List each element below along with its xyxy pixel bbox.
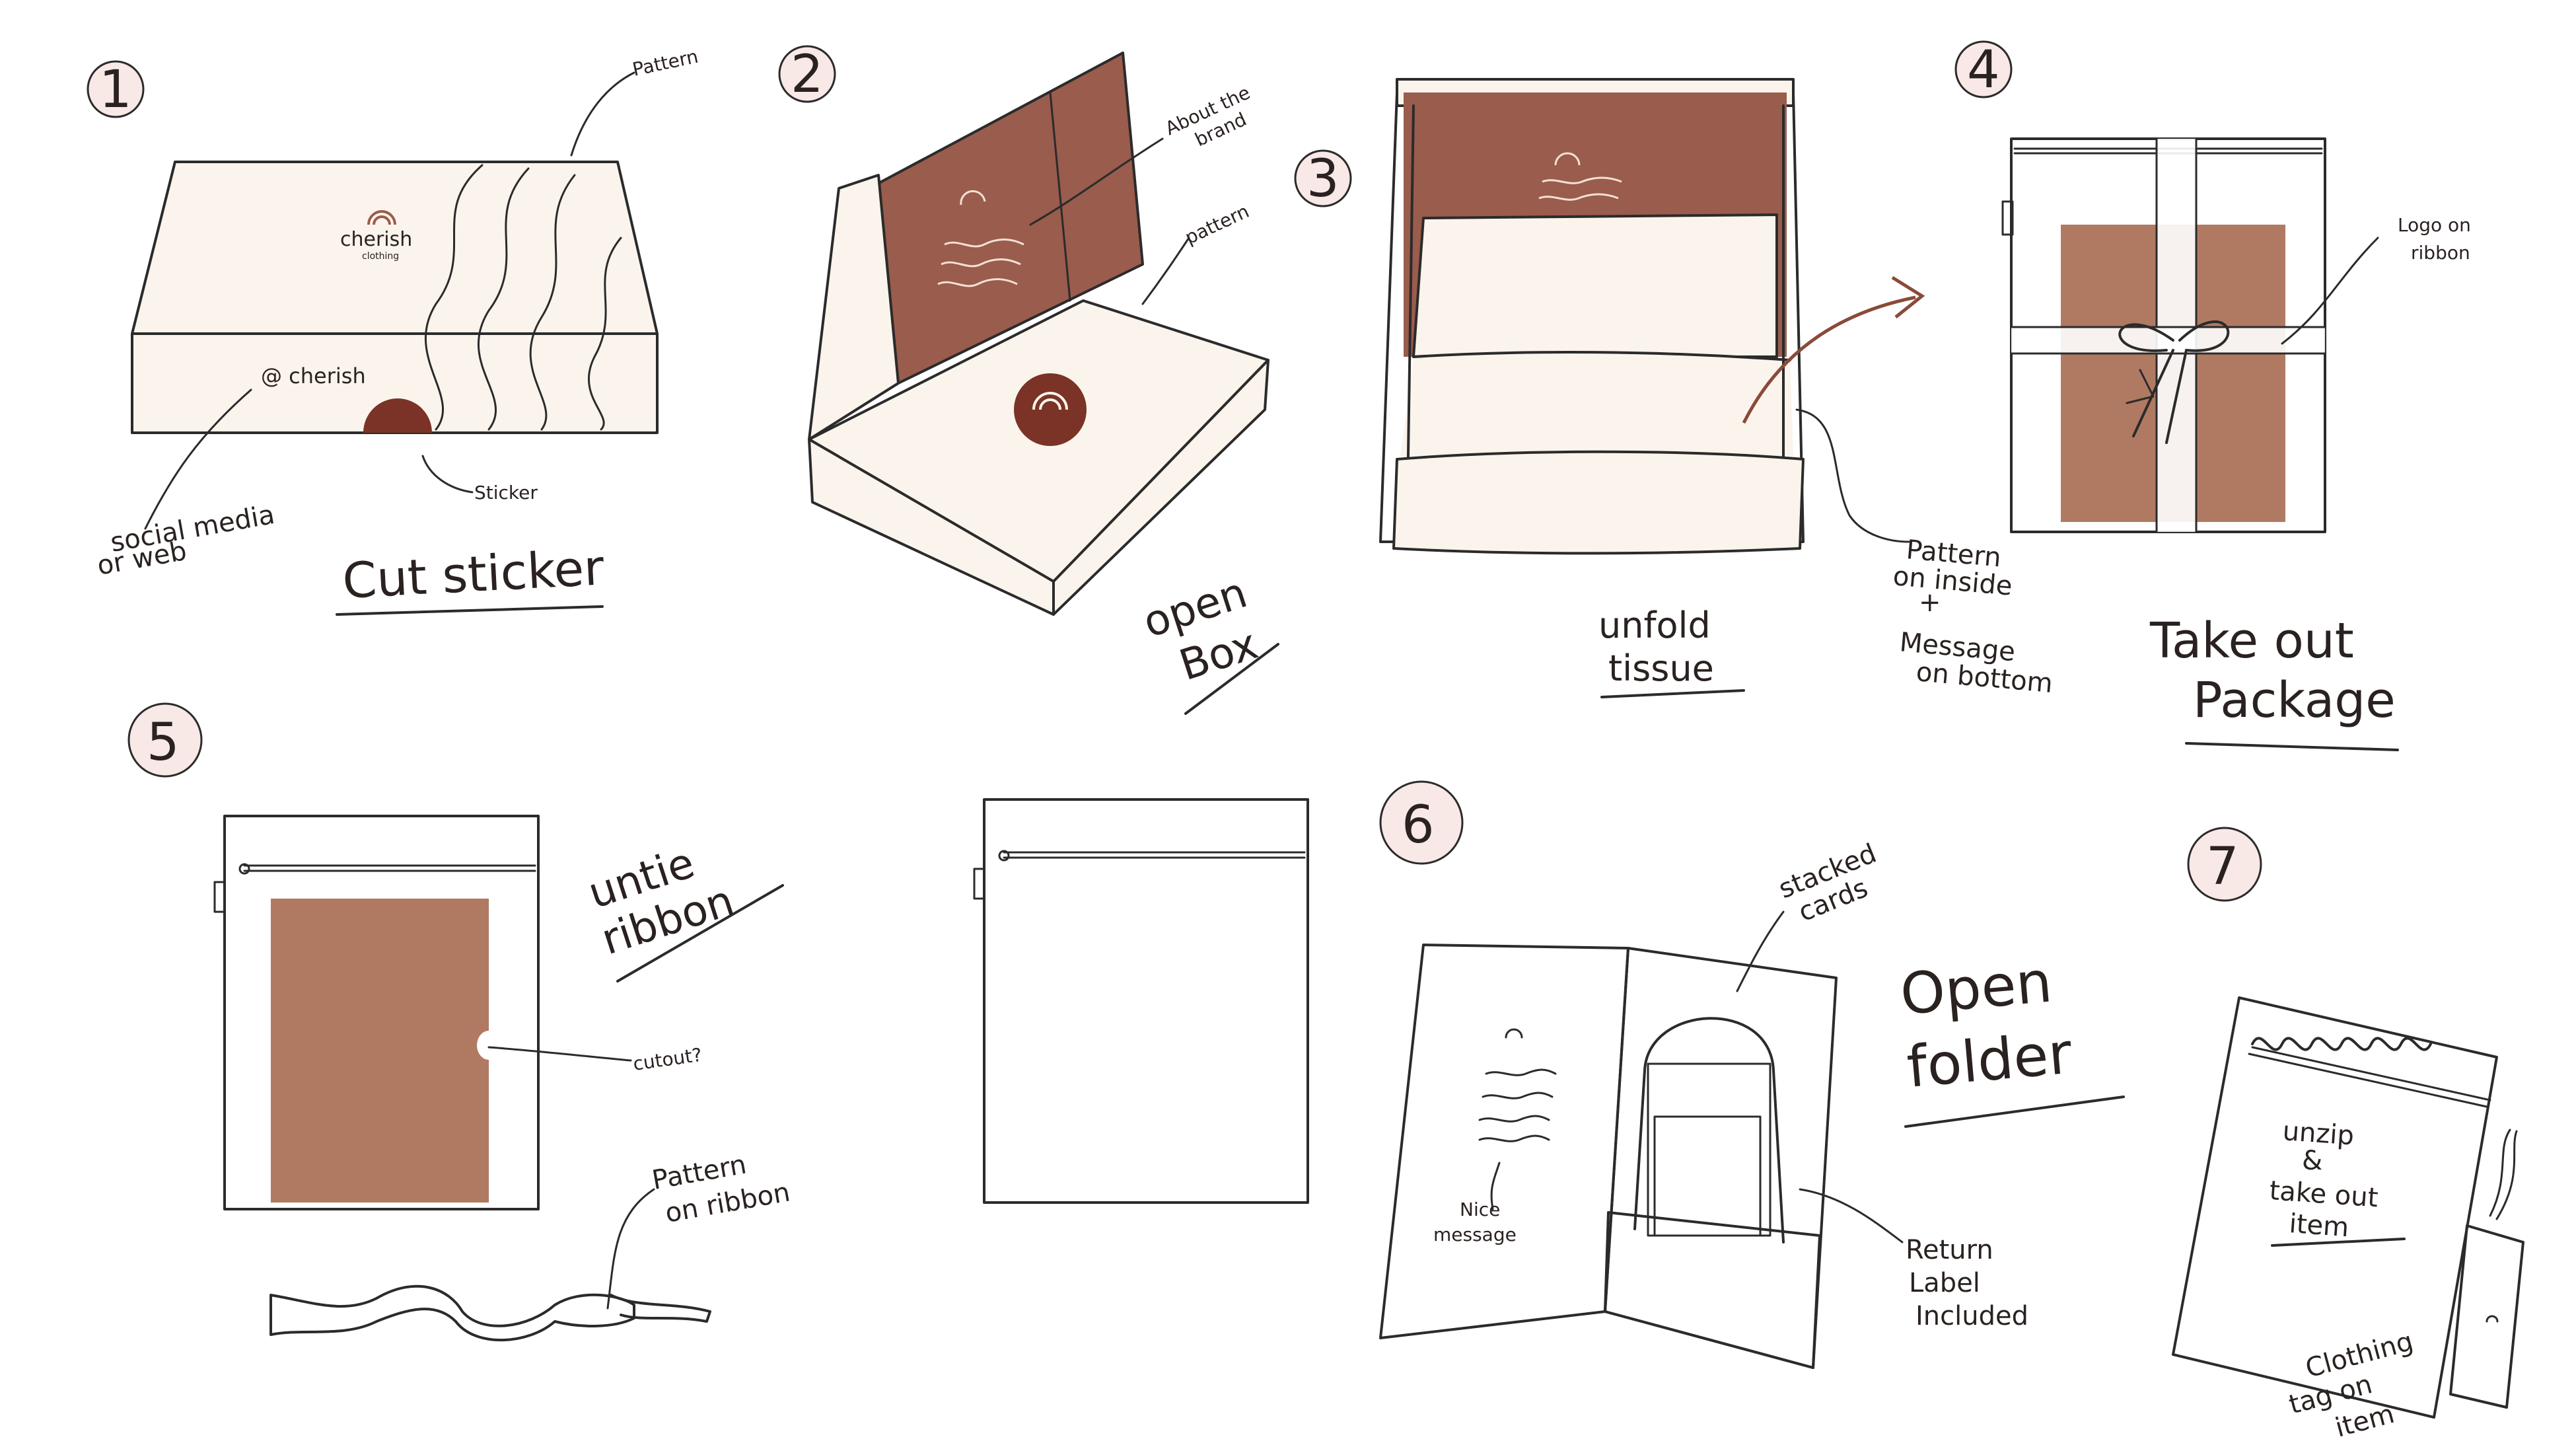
stacked-card	[1647, 1062, 1771, 1237]
sticker-icon	[363, 398, 432, 433]
step-7-number: 7	[2206, 837, 2239, 897]
step-3-number: 3	[1306, 149, 1340, 209]
step-3-title-1: unfold	[1598, 605, 1711, 646]
step-4-circle	[1956, 42, 2011, 97]
or-web-label: or web	[95, 536, 189, 581]
unzip-label-3: take out	[2268, 1175, 2379, 1213]
item-visible	[271, 899, 489, 1203]
step-6-panel: 6 Nice message stacked cards Return Labe…	[1379, 780, 2125, 1369]
step-2-circle	[779, 46, 835, 102]
unzipped-edge	[2251, 1037, 2432, 1051]
wave-pattern-line	[477, 167, 530, 431]
stacked-card-arch	[1633, 1017, 1785, 1243]
return-label-3: Included	[1915, 1301, 2028, 1331]
clothing-tag	[2449, 1224, 2524, 1409]
step-1-number: 1	[99, 60, 132, 120]
unzip-label: unzip	[2281, 1116, 2355, 1151]
sticker-label: Sticker	[474, 482, 538, 503]
box-sticker-icon	[1014, 373, 1087, 446]
step-6-title-2: folder	[1904, 1020, 2075, 1100]
wave-pattern-line	[424, 164, 483, 431]
step-7-circle	[2188, 828, 2261, 901]
step-6-title-1: Open	[1898, 949, 2055, 1028]
logo-ribbon-label: Logo on	[2398, 214, 2471, 236]
tissue-logo-icon	[1554, 152, 1581, 166]
return-label-2: Label	[1909, 1268, 1980, 1298]
step-2-number: 2	[791, 45, 824, 104]
nice-message-label: Nice	[1460, 1199, 1500, 1220]
step-4-number: 4	[1967, 40, 2000, 100]
stacked-card	[1653, 1115, 1762, 1237]
cutout-label: cutout?	[631, 1044, 703, 1075]
unfold-arrow	[1742, 295, 1916, 424]
step-3-circle	[1295, 151, 1351, 206]
step-7-panel: 7 unzip & take out item Clothing tag on …	[2172, 827, 2524, 1444]
step-4-title-1: Take out	[2149, 612, 2354, 669]
loose-ribbon	[269, 1284, 635, 1342]
pattern-label: Pattern	[631, 46, 700, 81]
tissue-paper	[1413, 215, 1777, 357]
step-1-circle	[88, 61, 143, 117]
logo-rainbow-icon	[367, 210, 396, 225]
folder-pocket	[1604, 1211, 1821, 1369]
step-1-title: Cut sticker	[341, 539, 606, 610]
step-2-panel: 2 About the brand pattern open Box	[778, 45, 1279, 715]
box-front-fold	[1394, 451, 1803, 554]
step-5-panel: 5 cutout? Pattern on ribbon untie ribbon	[127, 702, 793, 1342]
pattern-inside-label-5: on bottom	[1915, 657, 2054, 699]
closed-box-lid	[132, 162, 657, 334]
unzip-label-4: item	[2288, 1208, 2349, 1243]
step-5-number: 5	[147, 713, 180, 772]
unzipped-bag	[2172, 996, 2498, 1419]
step-4-panel: 4 Logo on ribbon Take out Package	[1954, 40, 2471, 751]
ribbon-bow	[2118, 323, 2174, 352]
closed-box-front	[132, 334, 657, 433]
pattern-inside-label-3: +	[1919, 587, 1941, 618]
social-handle-label: @ cherish	[261, 363, 366, 389]
return-label: Return	[1906, 1235, 1993, 1265]
wave-pattern-line	[529, 174, 576, 431]
ribbon-horizontal	[2011, 327, 2325, 353]
wave-pattern-line	[588, 237, 622, 431]
tag-logo-icon	[2486, 1315, 2499, 1323]
step-3-panel: 3 Pattern on inside + Message on bottom …	[1294, 78, 2054, 699]
lid-logo-icon	[960, 190, 986, 205]
logo-name: cherish	[340, 228, 412, 251]
step-4-title-2: Package	[2193, 672, 2396, 729]
step-1-panel: 1 cherish clothing @ cherish Pattern soc…	[87, 46, 700, 616]
logo-sub: clothing	[362, 251, 399, 262]
step-5-circle	[129, 704, 201, 776]
cutout-hole	[477, 1031, 489, 1060]
open-box-lid-inside	[875, 53, 1143, 383]
pattern-label-2: pattern	[1182, 200, 1252, 248]
step-6-number: 6	[1402, 796, 1435, 855]
step-3-title-2: tissue	[1608, 648, 1714, 689]
logo-ribbon-label-2: ribbon	[2411, 242, 2470, 264]
bag-untied	[223, 815, 540, 1210]
empty-bag	[973, 798, 1309, 1204]
nice-message-label-2: message	[1433, 1224, 1517, 1245]
step-6-circle	[1380, 782, 1462, 864]
unzip-label-2: &	[2302, 1146, 2322, 1176]
